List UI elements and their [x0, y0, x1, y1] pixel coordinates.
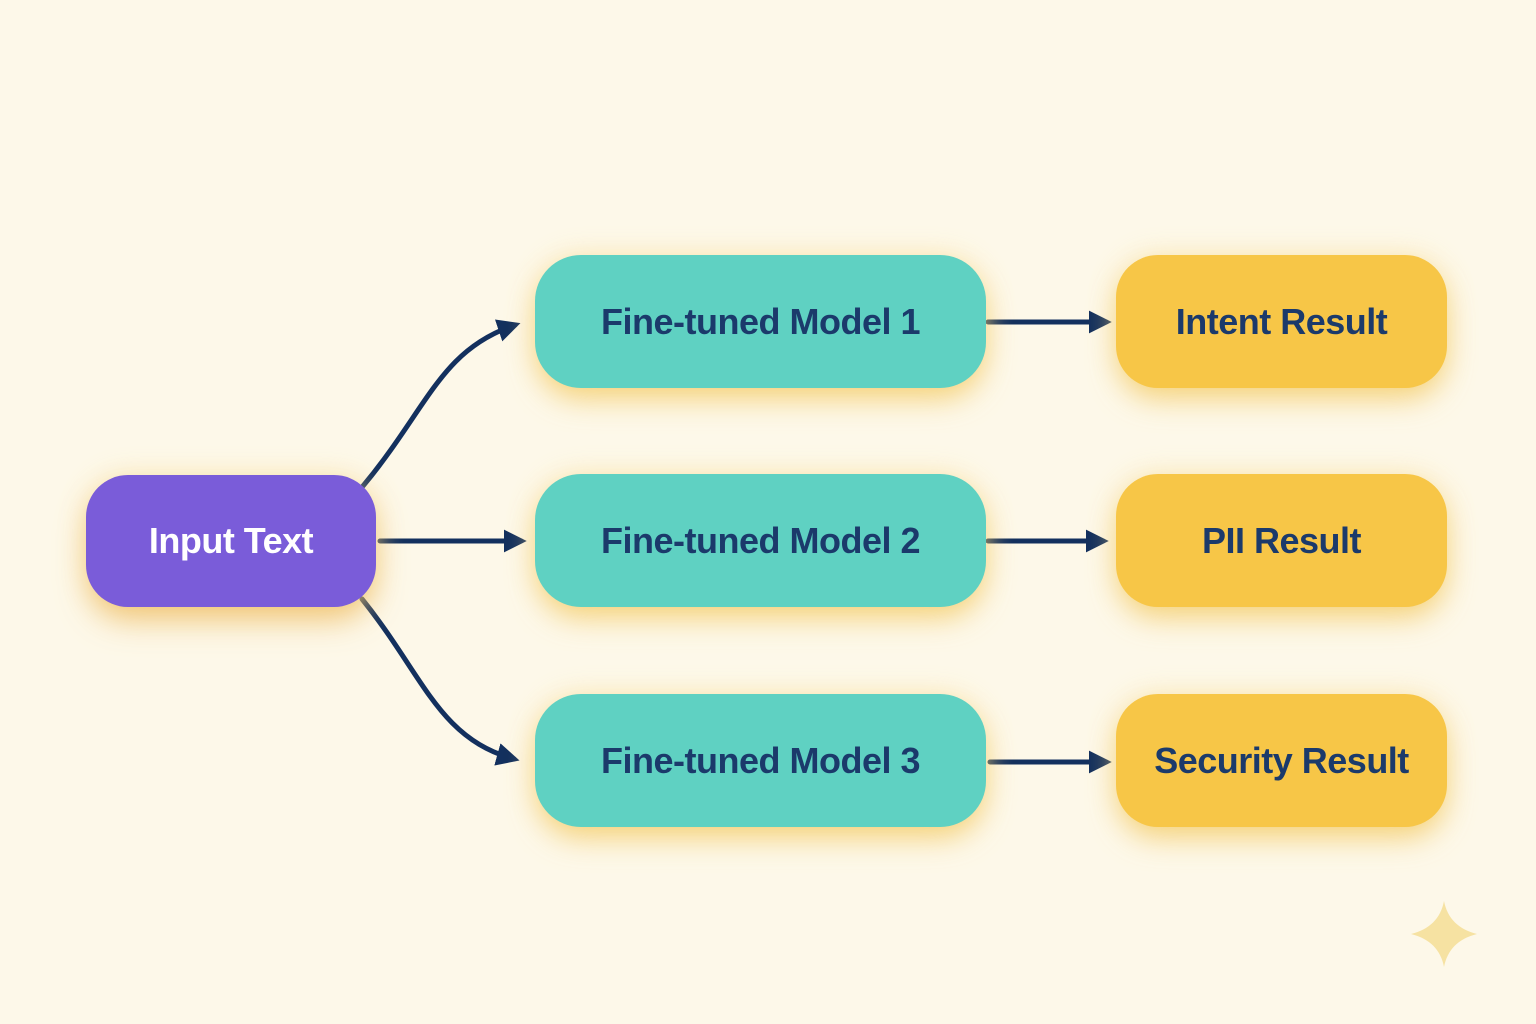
pii-result-label: PII Result — [1201, 519, 1362, 561]
input-text-label: Input Text — [148, 520, 314, 561]
sparkle-icon — [1411, 901, 1477, 967]
intent-result-label: Intent Result — [1175, 300, 1388, 342]
pii-result-node: PII Result — [1116, 474, 1447, 607]
security-result-label: Security Result — [1154, 739, 1409, 781]
input-text-node: Input Text — [86, 475, 376, 607]
arrow-input-to-model3 — [359, 596, 520, 766]
model-1-node: Fine-tuned Model 1 — [535, 255, 986, 388]
model-3-label: Fine-tuned Model 3 — [601, 739, 921, 781]
model-3-node: Fine-tuned Model 3 — [535, 694, 986, 827]
model-2-label: Fine-tuned Model 2 — [601, 519, 921, 561]
security-result-node: Security Result — [1116, 694, 1447, 827]
model-1-label: Fine-tuned Model 1 — [601, 300, 921, 342]
model-2-node: Fine-tuned Model 2 — [535, 474, 986, 607]
arrow-input-to-model1 — [360, 319, 521, 489]
intent-result-node: Intent Result — [1116, 255, 1447, 388]
